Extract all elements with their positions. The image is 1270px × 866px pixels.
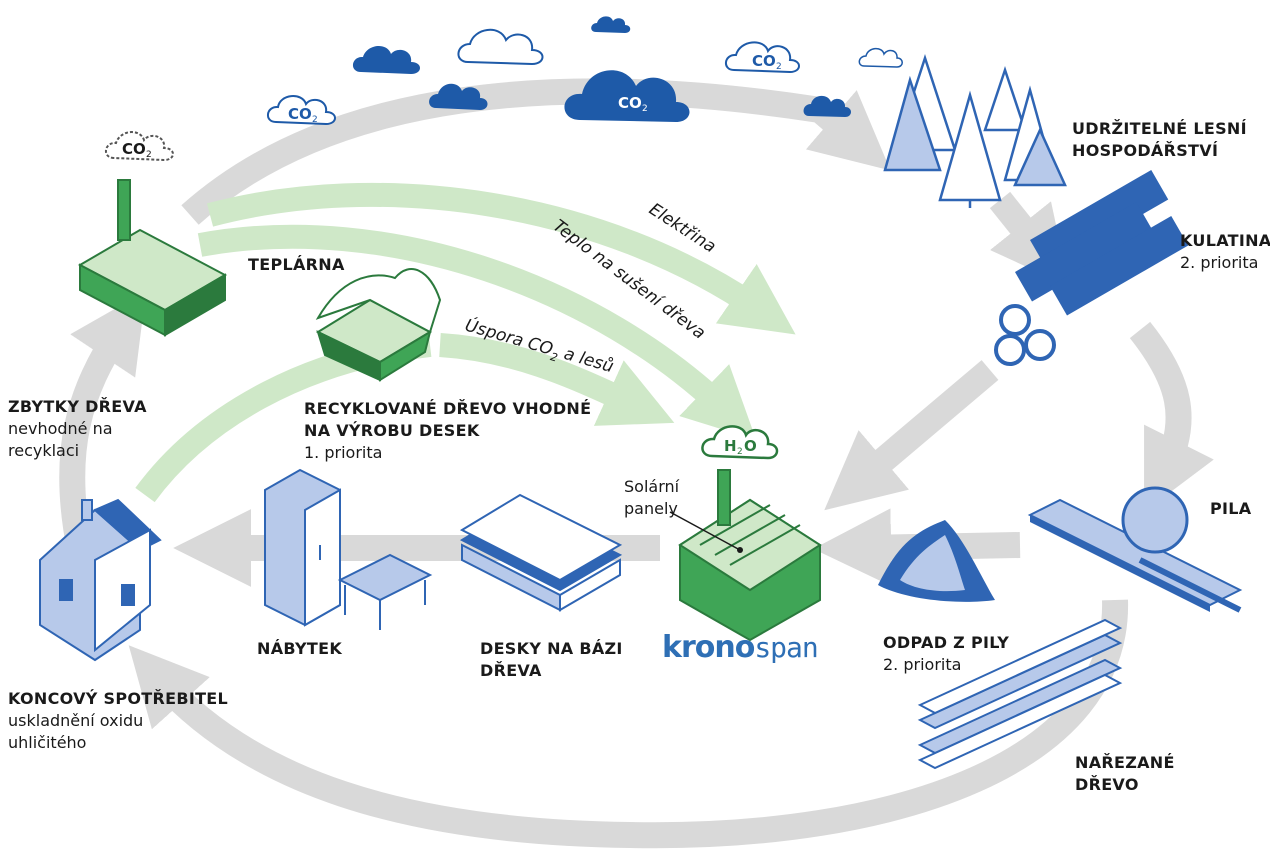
planks-icon <box>917 618 1123 770</box>
solar-panels-label: Solární panely <box>624 477 680 518</box>
svg-text:O: O <box>744 437 757 455</box>
cloud-icon <box>803 95 851 117</box>
heating-plant-label: TEPLÁRNA <box>248 255 345 274</box>
svg-text:CO: CO <box>288 105 312 123</box>
saw-icon <box>1027 486 1243 613</box>
recycling-skip-icon <box>315 268 442 382</box>
svg-text:2: 2 <box>642 104 648 114</box>
arrow-logs-to-sawmill <box>1129 321 1214 512</box>
furniture-icon <box>264 468 433 630</box>
furniture-label: NÁBYTEK <box>257 639 343 658</box>
sawdust-label: ODPAD Z PILY 2. priorita <box>883 633 1010 674</box>
svg-text:CO: CO <box>752 52 776 70</box>
arrow-logs-to-factory <box>824 360 999 511</box>
board-stack-icon <box>459 493 623 612</box>
forest-label: UDRŽITELNÉ LESNÍ HOSPODÁŘSTVÍ <box>1072 119 1247 160</box>
smoke-cloud-icon: CO 2 <box>105 131 174 162</box>
cloud-icon <box>352 46 420 74</box>
cloud-icon <box>858 47 903 68</box>
svg-text:2: 2 <box>776 62 782 72</box>
kronospan-logo: kronospan <box>662 630 819 665</box>
arrow-recycled-savings <box>439 333 675 426</box>
svg-text:H: H <box>724 437 737 455</box>
svg-text:2: 2 <box>312 115 318 125</box>
factory-icon <box>669 469 822 642</box>
arrow-sawmill-to-consumer <box>128 599 1129 849</box>
cloud-icon <box>591 16 631 33</box>
sawn-wood-label: NAŘEZANÉ DŘEVO <box>1075 753 1175 794</box>
consumer-label: KONCOVÝ SPOTŘEBITEL uskladnění oxidu uhl… <box>8 689 229 752</box>
svg-text:CO: CO <box>618 94 642 112</box>
recycled-wood-label: RECYKLOVANÉ DŘEVO VHODNÉ NA VÝROBU DESEK… <box>304 399 592 462</box>
cloud-icon <box>429 83 488 110</box>
arrow-consumer-to-plant <box>59 291 146 553</box>
arrow-electricity <box>206 182 796 335</box>
logs-label: KULATINA 2. priorita <box>1180 231 1270 272</box>
house-icon <box>39 498 162 662</box>
svg-text:2: 2 <box>146 150 152 160</box>
cloud-icon <box>457 29 544 66</box>
svg-text:2: 2 <box>737 447 743 457</box>
heating-plant-icon <box>77 179 228 337</box>
pine-trees-icon <box>883 53 1067 208</box>
sawmill-label: PILA <box>1210 499 1252 518</box>
svg-text:CO: CO <box>122 140 146 158</box>
logs-icon <box>994 170 1189 366</box>
wood-waste-label: ZBYTKY DŘEVA nevhodné na recyklaci <box>8 397 147 460</box>
boards-label: DESKY NA BÁZI DŘEVA <box>480 639 623 680</box>
steam-cloud-icon: H 2 O <box>701 425 779 460</box>
sawdust-pile-icon <box>878 520 995 602</box>
